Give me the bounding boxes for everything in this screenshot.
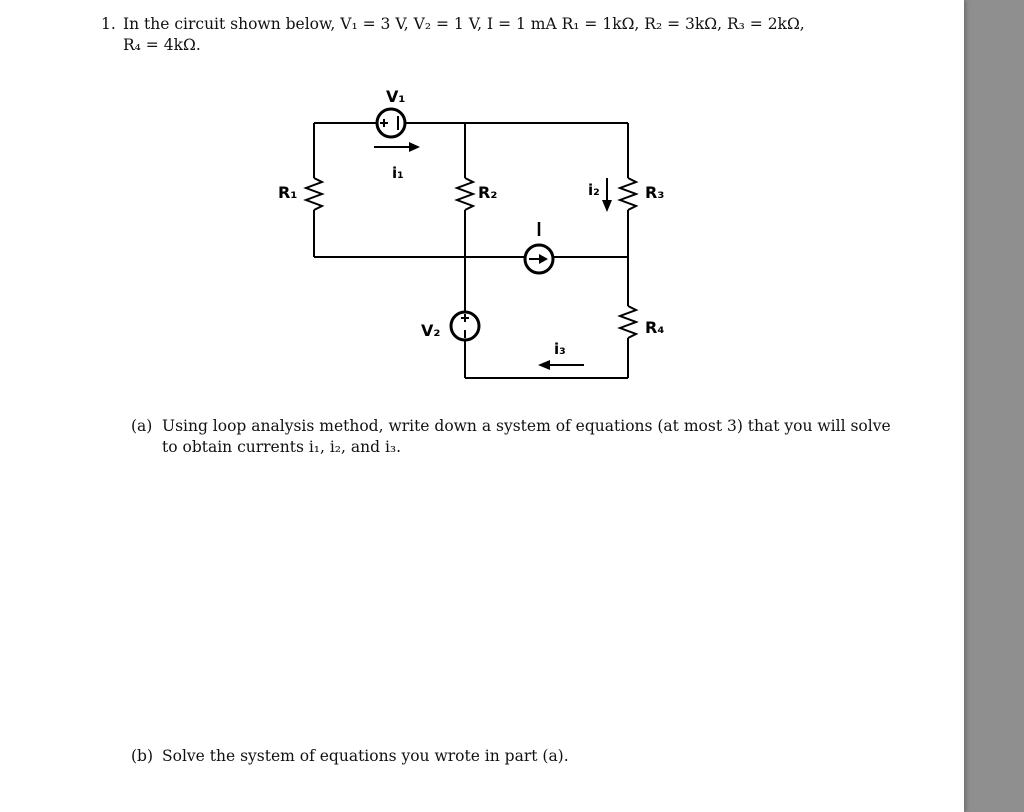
current-source-i: [523, 243, 555, 275]
voltage-source-v1: [375, 107, 407, 139]
label-r4: R₄: [645, 318, 664, 337]
part-a-label: (a): [131, 417, 153, 435]
label-i1: i₁: [392, 164, 404, 182]
part-a-line-2: to obtain currents i₁, i₂, and i₃.: [162, 438, 402, 456]
document-page: 1. In the circuit shown below, V₁ = 3 V,…: [0, 0, 964, 812]
label-i2: i₂: [588, 181, 600, 199]
arrow-i2-head: [602, 200, 612, 212]
problem-statement-line-2: R₄ = 4kΩ.: [123, 36, 201, 54]
resistor-r2: [454, 177, 476, 211]
current-source-arrow-head: [539, 254, 548, 264]
part-b-label: (b): [131, 747, 154, 765]
problem-statement-line-1: In the circuit shown below, V₁ = 3 V, V₂…: [123, 15, 805, 33]
part-a-line-1: Using loop analysis method, write down a…: [162, 417, 891, 435]
label-r3: R₃: [645, 183, 664, 202]
resistor-r1: [303, 177, 325, 211]
part-b-line-1: Solve the system of equations you wrote …: [162, 747, 569, 765]
resistor-r3: [617, 177, 639, 211]
label-r1: R₁: [278, 183, 297, 202]
resistor-r4: [617, 305, 639, 339]
arrow-i1-head: [409, 142, 420, 152]
voltage-source-v2: [449, 310, 481, 342]
arrow-i3-head: [538, 360, 550, 370]
label-v2: V₂: [421, 321, 440, 340]
label-v1: V₁: [386, 87, 405, 106]
label-i3: i₃: [554, 340, 566, 358]
label-r2: R₂: [478, 183, 497, 202]
problem-number: 1.: [101, 15, 116, 33]
circuit-diagram: V₁ i₁ R₁ R₂ i₂ R₃ V₂ i₃ R₄: [278, 87, 664, 379]
